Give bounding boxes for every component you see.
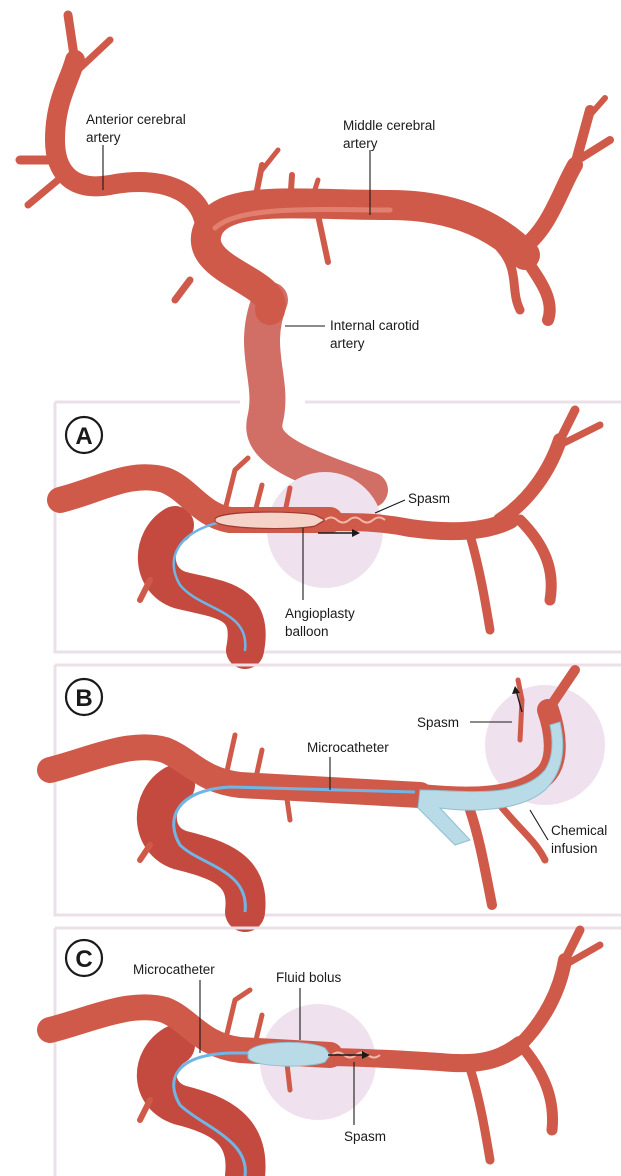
panel-c: C Microcatheter Fluid bolus Spasm	[50, 804, 621, 1176]
angioplasty-balloon-shape	[215, 512, 325, 529]
fluid-bolus-shape	[248, 1042, 330, 1066]
panel-b-microcatheter-label: Microcatheter	[307, 740, 389, 755]
internal-carotid-label-2: artery	[330, 336, 365, 351]
panel-a: A Spasm Angioplasty balloon	[55, 402, 621, 652]
internal-carotid-label-1: Internal carotid	[330, 318, 419, 333]
anterior-cerebral-label-1: Anterior cerebral	[86, 112, 186, 127]
panel-b-spasm-label: Spasm	[417, 715, 459, 730]
panel-a-spasm-label: Spasm	[408, 491, 450, 506]
chemical-infusion-label-2: infusion	[551, 841, 598, 856]
panel-a-letter: A	[75, 423, 92, 450]
panel-c-spasm-label: Spasm	[344, 1129, 386, 1144]
chemical-infusion-label-1: Chemical	[551, 823, 607, 838]
angioplasty-label-1: Angioplasty	[285, 606, 355, 621]
panel-b-letter: B	[75, 685, 92, 712]
angioplasty-label-2: balloon	[285, 624, 329, 639]
anterior-cerebral-label-2: artery	[86, 130, 121, 145]
overview-arteries	[20, 15, 610, 490]
fluid-bolus-label: Fluid bolus	[276, 970, 342, 985]
middle-cerebral-label-2: artery	[343, 136, 378, 151]
middle-cerebral-label-1: Middle cerebral	[343, 118, 435, 133]
panel-c-microcatheter-label: Microcatheter	[133, 962, 215, 977]
panel-c-letter: C	[75, 946, 92, 973]
